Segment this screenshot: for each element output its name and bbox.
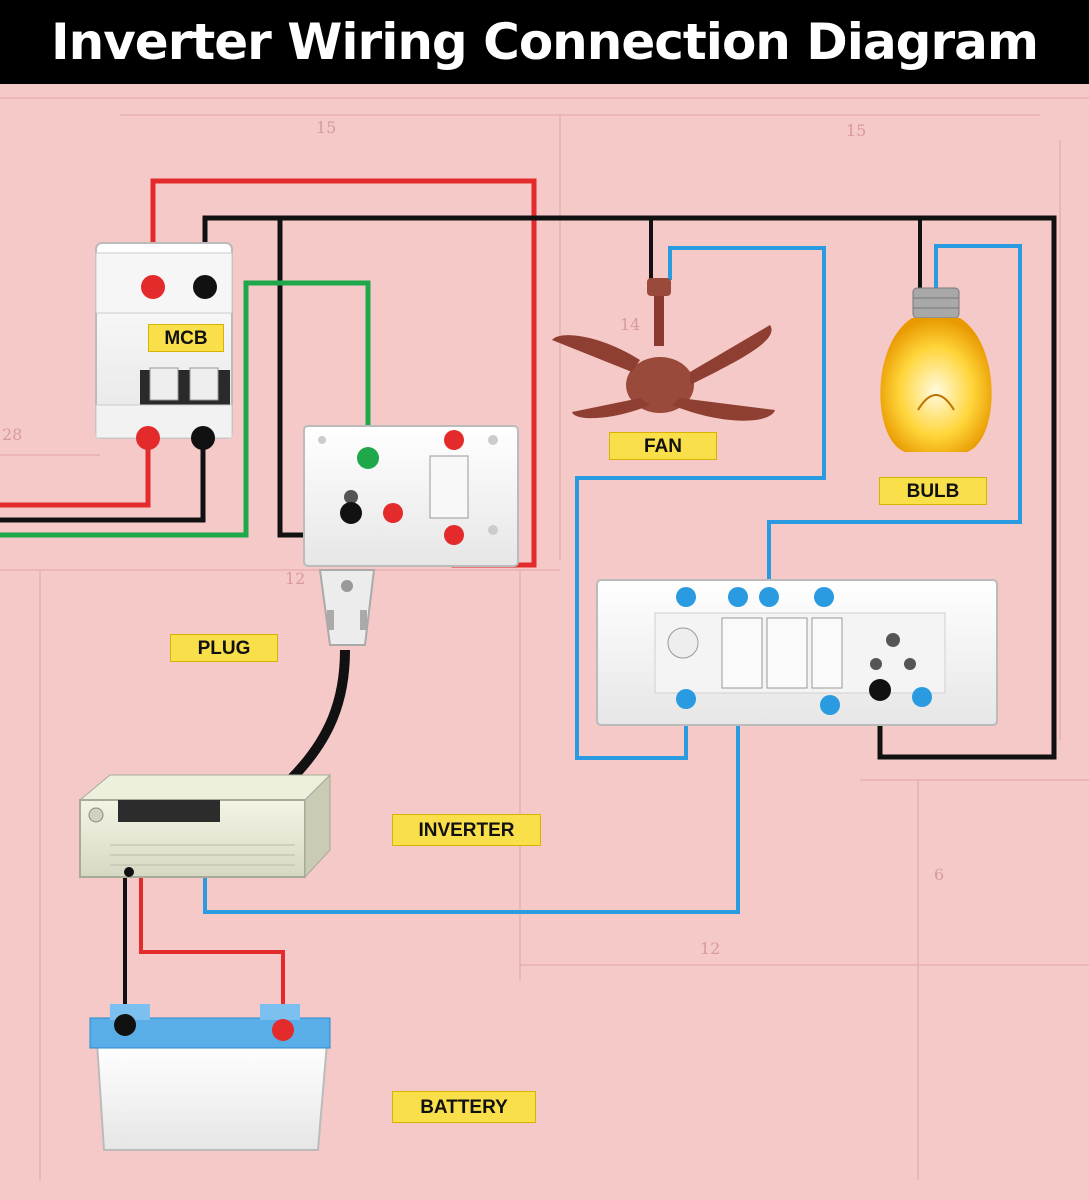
title-bar: Inverter Wiring Connection Diagram — [0, 0, 1089, 84]
floor-plan-background — [0, 97, 1089, 1180]
plug-cord — [286, 649, 350, 784]
page-title: Inverter Wiring Connection Diagram — [51, 13, 1039, 71]
wire-neutral-main — [202, 215, 1057, 760]
mcb-terminal-red-top — [141, 275, 165, 299]
bg-mark-15b: 15 — [846, 121, 866, 140]
fan-icon — [552, 278, 775, 421]
plug-icon — [318, 569, 376, 646]
wire-fan-blue — [575, 246, 826, 760]
switch-board-icon — [596, 579, 998, 726]
bg-mark-14: 14 — [620, 315, 640, 334]
label-bulb: BULB — [879, 477, 987, 505]
bulb-icon — [880, 287, 992, 452]
battery-icon — [89, 867, 331, 1151]
wire-earth — [0, 280, 371, 538]
inverter-icon — [78, 773, 332, 879]
wire-phase-in — [0, 438, 151, 508]
mcb-terminal-black-bottom — [191, 426, 215, 450]
label-fan: FAN — [609, 432, 717, 460]
mcb-terminal-red-bottom — [136, 426, 160, 450]
switch-socket-board-icon — [303, 425, 519, 567]
label-inverter: INVERTER — [392, 814, 541, 846]
bg-mark-15a: 15 — [316, 118, 336, 137]
label-mcb: MCB — [148, 324, 224, 352]
bg-mark-12b: 12 — [700, 939, 720, 958]
wire-neutral-in — [0, 438, 206, 523]
bg-mark-12a: 12 — [285, 569, 305, 588]
wire-bulb-blue — [767, 244, 1022, 597]
mcb-terminal-black-top — [193, 275, 217, 299]
wire-battery-red — [139, 872, 285, 1030]
bg-mark-6: 6 — [934, 865, 944, 884]
label-plug: PLUG — [170, 634, 278, 662]
label-battery: BATTERY — [392, 1091, 536, 1123]
bg-mark-28: 28 — [2, 425, 22, 444]
